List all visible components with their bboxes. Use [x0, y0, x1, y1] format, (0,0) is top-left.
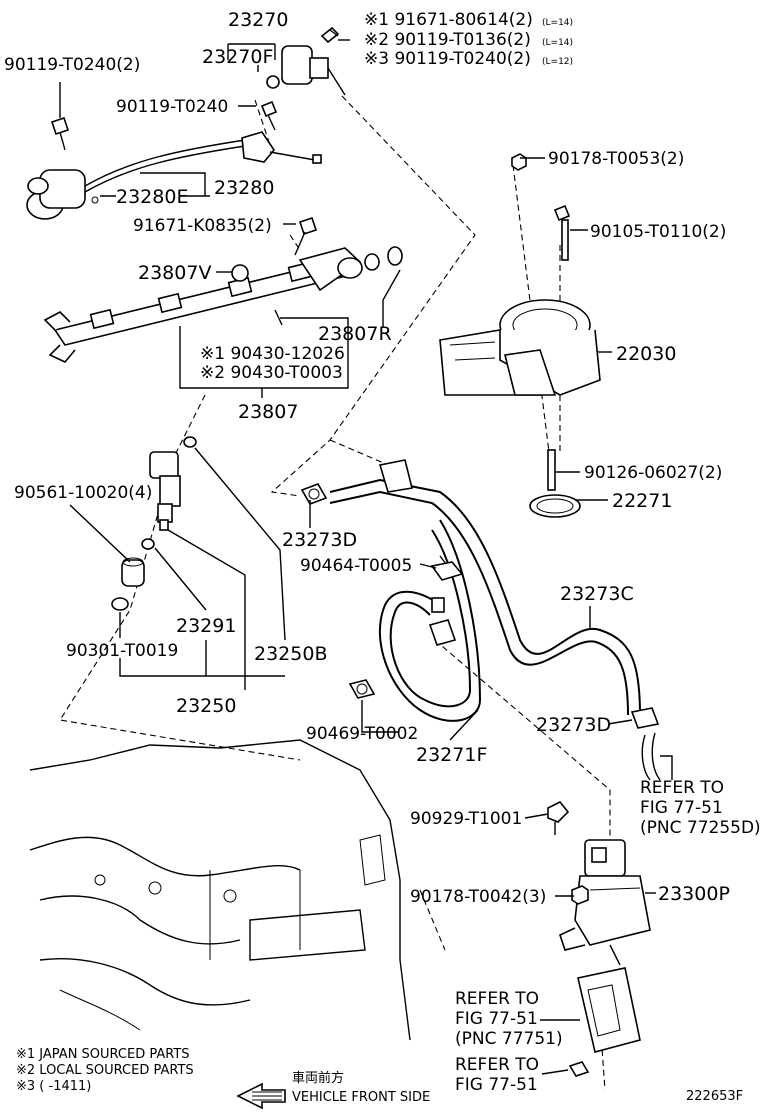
label-90430-t0003: ※2 90430-T0003: [200, 363, 343, 383]
leader-lines: [59, 39, 673, 1075]
label-note3: ※3 90119-T0240(2): [364, 49, 531, 69]
label-refer3-b: FIG 77-51: [455, 1075, 538, 1095]
label-23280e: 23280E: [116, 186, 188, 208]
injector-23250: [149, 451, 181, 531]
label-23807: 23807: [238, 401, 298, 423]
label-90126-06027: 90126-06027(2): [584, 463, 722, 483]
label-90178-t0042: 90178-T0042(3): [410, 887, 546, 907]
delivery-pipe-23807: [43, 246, 403, 363]
label-23273d-top: 23273D: [282, 529, 357, 551]
hose-23271f: [378, 519, 482, 722]
label-23270: 23270: [228, 9, 288, 31]
label-90178-t0053: 90178-T0053(2): [548, 149, 684, 169]
label-refer1-c: (PNC 77255D): [640, 818, 760, 838]
label-23270f: 23270F: [202, 46, 273, 68]
legend-line-2: ※2 LOCAL SOURCED PARTS: [16, 1063, 194, 1078]
label-23807v: 23807V: [138, 262, 211, 284]
label-91671-k0835: 91671-K0835(2): [133, 216, 272, 236]
label-refer1-b: FIG 77-51: [640, 798, 723, 818]
label-90464-t0005: 90464-T0005: [300, 556, 412, 576]
dashed-guide-lines: [59, 95, 611, 1091]
engine-outline: [29, 739, 446, 1041]
bolt-90119-t0240-left: [50, 116, 70, 151]
label-23250b: 23250B: [254, 643, 327, 665]
legend-line-3: ※3 ( -1411): [16, 1079, 91, 1094]
direction-en: VEHICLE FRONT SIDE: [292, 1090, 430, 1105]
insulator-90561: [121, 557, 145, 587]
bolt-91671-k0835: [294, 216, 318, 256]
label-23273c: 23273C: [560, 583, 634, 605]
label-90929-t1001: 90929-T1001: [410, 809, 522, 829]
label-90119-t0240: 90119-T0240: [116, 97, 228, 117]
label-23271f: 23271F: [416, 744, 487, 766]
direction-note: 車両前方 VEHICLE FRONT SIDE: [292, 1070, 430, 1105]
clamp-23273d-bot: [630, 707, 660, 729]
label-refer2-b: FIG 77-51: [455, 1009, 538, 1029]
label-note3-len: (L=12): [542, 57, 573, 67]
label-90301-t0019: 90301-T0019: [66, 641, 178, 661]
hose-end-refer: [641, 732, 661, 781]
label-23273d-bot: 23273D: [536, 714, 611, 736]
label-90119-t0240-2: 90119-T0240(2): [4, 55, 140, 75]
oring-23291: [141, 538, 155, 550]
label-refer2-c: (PNC 77751): [455, 1029, 563, 1049]
front-arrow-icon: [236, 1082, 286, 1110]
hose-23273c: [329, 459, 641, 716]
clamp-90469-t0002: [348, 679, 376, 699]
label-90561-10020: 90561-10020(4): [14, 483, 152, 503]
label-23250: 23250: [176, 695, 236, 717]
legend: ※1 JAPAN SOURCED PARTS ※2 LOCAL SOURCED …: [16, 1047, 194, 1094]
legend-line-1: ※1 JAPAN SOURCED PARTS: [16, 1047, 190, 1062]
throttle-body-22030: [439, 299, 601, 396]
ecu-bracket: [568, 967, 641, 1077]
vsv-23270: [266, 26, 346, 96]
direction-jp: 車両前方: [292, 1070, 344, 1086]
oring-90301: [111, 597, 129, 611]
label-refer2-a: REFER TO: [455, 989, 539, 1009]
bolt-90105-t0110: [553, 204, 571, 261]
sensor-23280: [26, 131, 322, 220]
label-note2-len: (L=14): [542, 38, 573, 48]
label-refer3-a: REFER TO: [455, 1055, 539, 1075]
bolt-90119-t0240-top: [260, 100, 278, 131]
part-labels: 23270 23270F ※1 91671-80614(2) (L=14) ※2…: [4, 9, 760, 1095]
label-23300p: 23300P: [658, 883, 730, 905]
label-note1-len: (L=14): [542, 18, 573, 28]
label-22271: 22271: [612, 490, 672, 512]
stud-90126-06027: [547, 449, 556, 491]
label-90105-t0110: 90105-T0110(2): [590, 222, 726, 242]
nut-90178-t0053: [511, 153, 527, 171]
label-refer1-a: REFER TO: [640, 778, 724, 798]
clamp-90464-t0005: [430, 555, 464, 581]
label-23291: 23291: [176, 615, 236, 637]
label-90469-t0002: 90469-T0002: [306, 724, 418, 744]
label-23280: 23280: [214, 177, 274, 199]
label-22030: 22030: [616, 343, 676, 365]
clamp-23273d-top: [300, 483, 328, 505]
vsv-23300p: [547, 800, 651, 966]
figure-id: 222653F: [686, 1089, 743, 1104]
oring-23250b: [183, 436, 197, 448]
label-note2: ※2 90119-T0136(2): [364, 30, 531, 50]
label-23807r: 23807R: [318, 323, 392, 345]
gasket-22271: [529, 494, 581, 518]
label-note1: ※1 91671-80614(2): [364, 10, 533, 30]
label-90430-12026: ※1 90430-12026: [200, 344, 345, 364]
